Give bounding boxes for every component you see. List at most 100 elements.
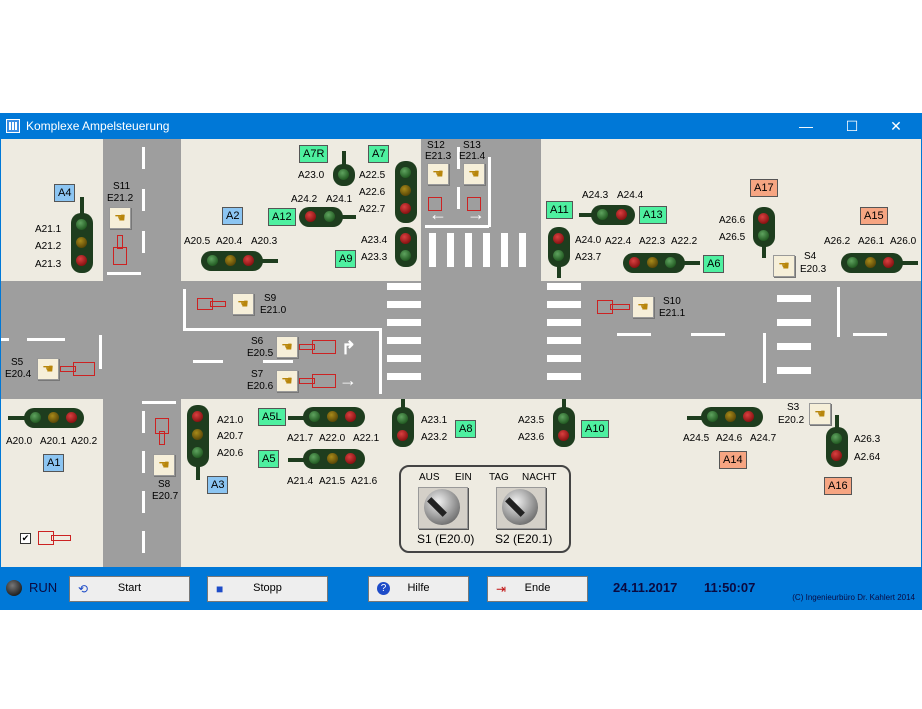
sensor-s9-button[interactable]: ☚	[232, 293, 254, 315]
sensor-s6-button[interactable]: ☚	[276, 336, 298, 358]
sensor-s8-button[interactable]: ☚	[153, 454, 175, 476]
a13-label-2: A24.4	[617, 190, 644, 201]
a1-label-3: A20.2	[71, 436, 98, 447]
close-button[interactable]: ✕	[890, 118, 902, 134]
sensor-s4-button[interactable]: ☚	[773, 255, 795, 277]
s8-name: S8	[158, 479, 171, 490]
s3-name: S3	[787, 402, 800, 413]
a5l-label-3: A22.1	[353, 433, 380, 444]
tag-a17: A17	[750, 179, 778, 197]
a17-label-1: A26.6	[719, 215, 746, 226]
tag-a11: A11	[546, 201, 573, 219]
end-button[interactable]: ⇥ Ende	[487, 576, 588, 602]
tag-a1: A1	[43, 454, 65, 472]
s4-addr: E20.3	[800, 264, 827, 275]
switch-s1-knob[interactable]	[418, 487, 468, 529]
window-title: Komplexe Ampelsteuerung	[26, 119, 170, 133]
s9-name: S9	[264, 293, 277, 304]
a12-label-2: A24.1	[326, 194, 353, 205]
time-display: 11:50:07	[704, 580, 756, 595]
help-button[interactable]: ? Hilfe	[368, 576, 469, 602]
a14-label-1: A24.5	[683, 433, 710, 444]
sensor-s3-button[interactable]: ☚	[809, 403, 831, 425]
a5-label-1: A21.4	[287, 476, 314, 487]
pedestrian-checkbox[interactable]: ✔	[20, 533, 31, 544]
help-icon: ?	[377, 582, 390, 595]
traffic-light-a6	[623, 253, 685, 273]
tag-a5l: A5L	[258, 408, 286, 426]
a3-label-1: A21.0	[217, 415, 244, 426]
a15-label-3: A26.0	[890, 236, 917, 247]
traffic-light-a7r	[333, 164, 355, 186]
a10-label-2: A23.6	[518, 432, 545, 443]
left-arrow-icon: ←	[429, 204, 447, 224]
traffic-light-a10	[553, 407, 575, 447]
s3-addr: E20.2	[778, 415, 805, 426]
s9-addr: E21.0	[260, 305, 287, 316]
switch-panel: AUS EIN TAG NACHT S1 (E20.0) S2 (E20.1)	[399, 465, 571, 553]
a11-label-2: A23.7	[575, 252, 602, 263]
traffic-light-a14	[701, 407, 763, 427]
exit-icon: ⇥	[496, 582, 507, 596]
traffic-light-a16	[826, 427, 848, 467]
s6-addr: E20.5	[247, 348, 274, 359]
s5-addr: E20.4	[5, 369, 32, 380]
sensor-s10-button[interactable]: ☚	[632, 296, 654, 318]
sensor-s12-button[interactable]: ☚	[427, 163, 449, 185]
s12-name: S12	[427, 140, 445, 151]
a1-label-2: A20.1	[40, 436, 67, 447]
s11-name: S11	[113, 181, 131, 192]
a10-label-1: A23.5	[518, 415, 545, 426]
a3-label-3: A20.6	[217, 448, 244, 459]
tag-a16: A16	[824, 477, 852, 495]
app-icon	[6, 119, 20, 133]
a2-label-2: A20.4	[216, 236, 243, 247]
minimize-button[interactable]: —	[799, 118, 813, 134]
s11-addr: E21.2	[107, 193, 134, 204]
a9-label-1: A23.4	[361, 235, 388, 246]
tag-a13: A13	[639, 206, 667, 224]
traffic-light-a13	[591, 205, 635, 225]
traffic-light-a11	[548, 227, 570, 267]
s2-day-label: TAG	[489, 472, 509, 483]
sensor-s11-button[interactable]: ☚	[109, 207, 131, 229]
stop-icon: ■	[216, 582, 224, 596]
s6-name: S6	[251, 336, 264, 347]
switch-s2-knob[interactable]	[496, 487, 546, 529]
s2-night-label: NACHT	[522, 472, 557, 483]
switch-s2-label: S2 (E20.1)	[495, 532, 553, 546]
start-button[interactable]: ⟲ Start	[69, 576, 190, 602]
traffic-light-a3	[187, 405, 209, 467]
app-window: Komplexe Ampelsteuerung — ☐ ✕	[0, 113, 922, 610]
stop-button[interactable]: ■ Stopp	[207, 576, 328, 602]
traffic-light-a5l	[303, 407, 365, 427]
maximize-button[interactable]: ☐	[845, 118, 859, 134]
traffic-light-a12	[299, 207, 343, 227]
a5l-label-2: A22.0	[319, 433, 346, 444]
turn-arrow-icon: ↱	[341, 338, 357, 358]
a6-label-1: A22.4	[605, 236, 632, 247]
s1-off-label: AUS	[419, 472, 440, 483]
traffic-light-a4	[71, 213, 93, 273]
sensor-s7-button[interactable]: ☚	[276, 370, 298, 392]
tag-a8: A8	[455, 420, 477, 438]
sensor-s5-button[interactable]: ☚	[37, 358, 59, 380]
tag-a9: A9	[335, 250, 357, 268]
s10-addr: E21.1	[659, 308, 686, 319]
a11-label-1: A24.0	[575, 235, 602, 246]
sensor-s13-button[interactable]: ☚	[463, 163, 485, 185]
s7-name: S7	[251, 369, 264, 380]
date-display: 24.11.2017	[613, 580, 678, 595]
a7-label-3: A22.7	[359, 204, 386, 215]
run-led-icon	[6, 580, 22, 596]
tag-a7r: A7R	[299, 145, 329, 163]
a4-label-1: A21.1	[35, 224, 62, 235]
tag-a14: A14	[719, 451, 747, 469]
tag-a2: A2	[222, 207, 244, 225]
a8-label-2: A23.2	[421, 432, 448, 443]
a14-label-3: A24.7	[750, 433, 777, 444]
a9-label-2: A23.3	[361, 252, 388, 263]
a14-label-2: A24.6	[716, 433, 743, 444]
a2-label-3: A20.3	[251, 236, 278, 247]
traffic-light-a2	[201, 251, 263, 271]
